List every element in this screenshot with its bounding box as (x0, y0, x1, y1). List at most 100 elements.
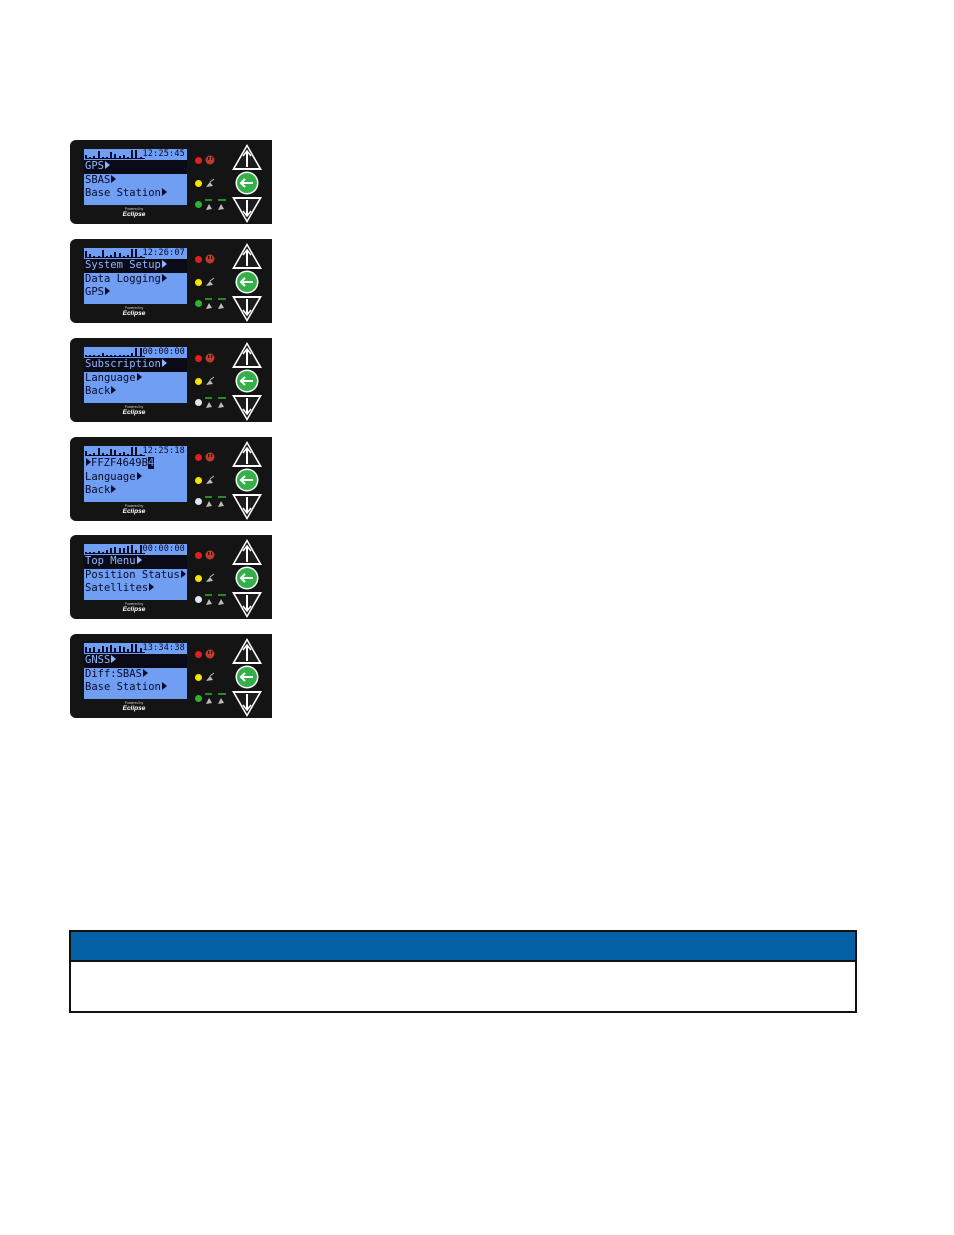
signal-bars (85, 348, 145, 357)
submenu-arrow-icon (104, 287, 110, 296)
menu-item[interactable]: Language (84, 372, 187, 386)
signal-bar (139, 348, 142, 357)
clock-readout: 13:34:38 (142, 643, 185, 653)
differential-led (195, 477, 202, 484)
powered-by-label: Powered by (124, 701, 144, 705)
submenu-arrow-icon (161, 188, 167, 197)
menu-item-label: Language (85, 371, 136, 384)
menu-item[interactable]: Satellites (84, 582, 187, 596)
submenu-arrow-icon (161, 359, 167, 367)
menu-item[interactable]: GPS (84, 160, 187, 174)
up-arrow-button[interactable] (231, 341, 263, 369)
satellite-dish-icon (206, 277, 215, 286)
menu-item[interactable]: Subscription (84, 358, 187, 372)
up-arrow-button[interactable] (231, 242, 263, 270)
signal-bar (110, 355, 113, 357)
submenu-arrow-icon (161, 682, 167, 691)
down-arrow-button[interactable] (231, 493, 263, 521)
clock-readout: 12:25:45 (142, 149, 185, 159)
enter-button[interactable] (235, 468, 259, 492)
menu-item-label: Base Station (85, 187, 161, 200)
down-arrow-button[interactable] (231, 295, 263, 323)
menu-item[interactable]: Back (84, 385, 187, 399)
signal-bar (93, 355, 96, 357)
signal-bar (101, 157, 104, 159)
signal-bar (93, 453, 96, 456)
down-arrow-button[interactable] (231, 591, 263, 619)
signal-bar (93, 156, 96, 159)
signal-bar (135, 644, 138, 653)
clock-readout: 00:00:00 (142, 544, 185, 554)
menu-item[interactable]: Data Logging (84, 273, 187, 287)
enter-button[interactable] (235, 369, 259, 393)
power-plug-icon (205, 649, 215, 659)
menu-item[interactable]: Language (84, 471, 187, 485)
down-arrow-button[interactable] (231, 196, 263, 224)
edit-cursor: 4 (147, 457, 155, 469)
enter-button[interactable] (235, 171, 259, 195)
up-arrow-button[interactable] (231, 143, 263, 171)
enter-button[interactable] (235, 270, 259, 294)
menu-item[interactable]: SBAS (84, 174, 187, 188)
satellite-dish-icon (206, 475, 215, 484)
power-plug-icon (205, 353, 215, 363)
satellite-dish-icon (206, 672, 215, 681)
down-arrow-button[interactable] (231, 690, 263, 718)
signal-bar (89, 648, 92, 653)
signal-bar (139, 157, 142, 159)
power-led (195, 157, 202, 164)
menu-item[interactable]: System Setup (84, 259, 187, 273)
signal-bar (122, 647, 125, 653)
brand-label: Eclipse (122, 409, 146, 416)
down-arrow-button[interactable] (231, 394, 263, 422)
signal-bar (106, 355, 108, 357)
menu-item-label: Base Station (85, 681, 161, 694)
signal-bar (114, 547, 117, 554)
menu-item[interactable]: Top Menu (84, 555, 187, 569)
menu-item[interactable]: GNSS (84, 654, 187, 668)
menu-item[interactable]: Position Status (84, 569, 187, 583)
enter-button[interactable] (235, 665, 259, 689)
power-led (195, 256, 202, 263)
menu-item[interactable]: Diff:SBAS (84, 668, 187, 682)
signal-bar (114, 252, 117, 258)
signal-bar (101, 250, 104, 258)
gnss-lock-led (195, 201, 202, 208)
up-arrow-button[interactable] (231, 440, 263, 468)
signal-bar (135, 447, 138, 456)
power-plug-icon (205, 452, 215, 462)
menu-item-label: Satellites (85, 582, 149, 595)
up-arrow-button[interactable] (231, 538, 263, 566)
signal-bar (93, 647, 96, 653)
up-arrow-button[interactable] (231, 637, 263, 665)
menu-item[interactable]: FFZF4649B4 (84, 457, 187, 471)
status-line: 12:26:07 (84, 248, 187, 259)
signal-bar (139, 256, 142, 258)
differential-led (195, 575, 202, 582)
signal-bar (110, 152, 113, 159)
menu-item[interactable]: Base Station (84, 681, 187, 695)
signal-bar (114, 648, 117, 653)
powered-by-label: Powered by (124, 306, 144, 310)
signal-bars (85, 545, 145, 554)
signal-bar (97, 551, 100, 554)
submenu-arrow-icon (111, 174, 117, 183)
signal-bar (122, 256, 125, 258)
signal-bar (122, 155, 125, 159)
submenu-arrow-icon (161, 273, 167, 282)
signal-bar (131, 249, 134, 258)
menu-item[interactable]: Back (84, 484, 187, 498)
menu-item[interactable]: Base Station (84, 187, 187, 201)
menu-item-label: Diff:SBAS (85, 667, 142, 680)
signal-bar (114, 154, 117, 159)
menu-item[interactable]: GPS (84, 286, 187, 300)
enter-button[interactable] (235, 566, 259, 590)
